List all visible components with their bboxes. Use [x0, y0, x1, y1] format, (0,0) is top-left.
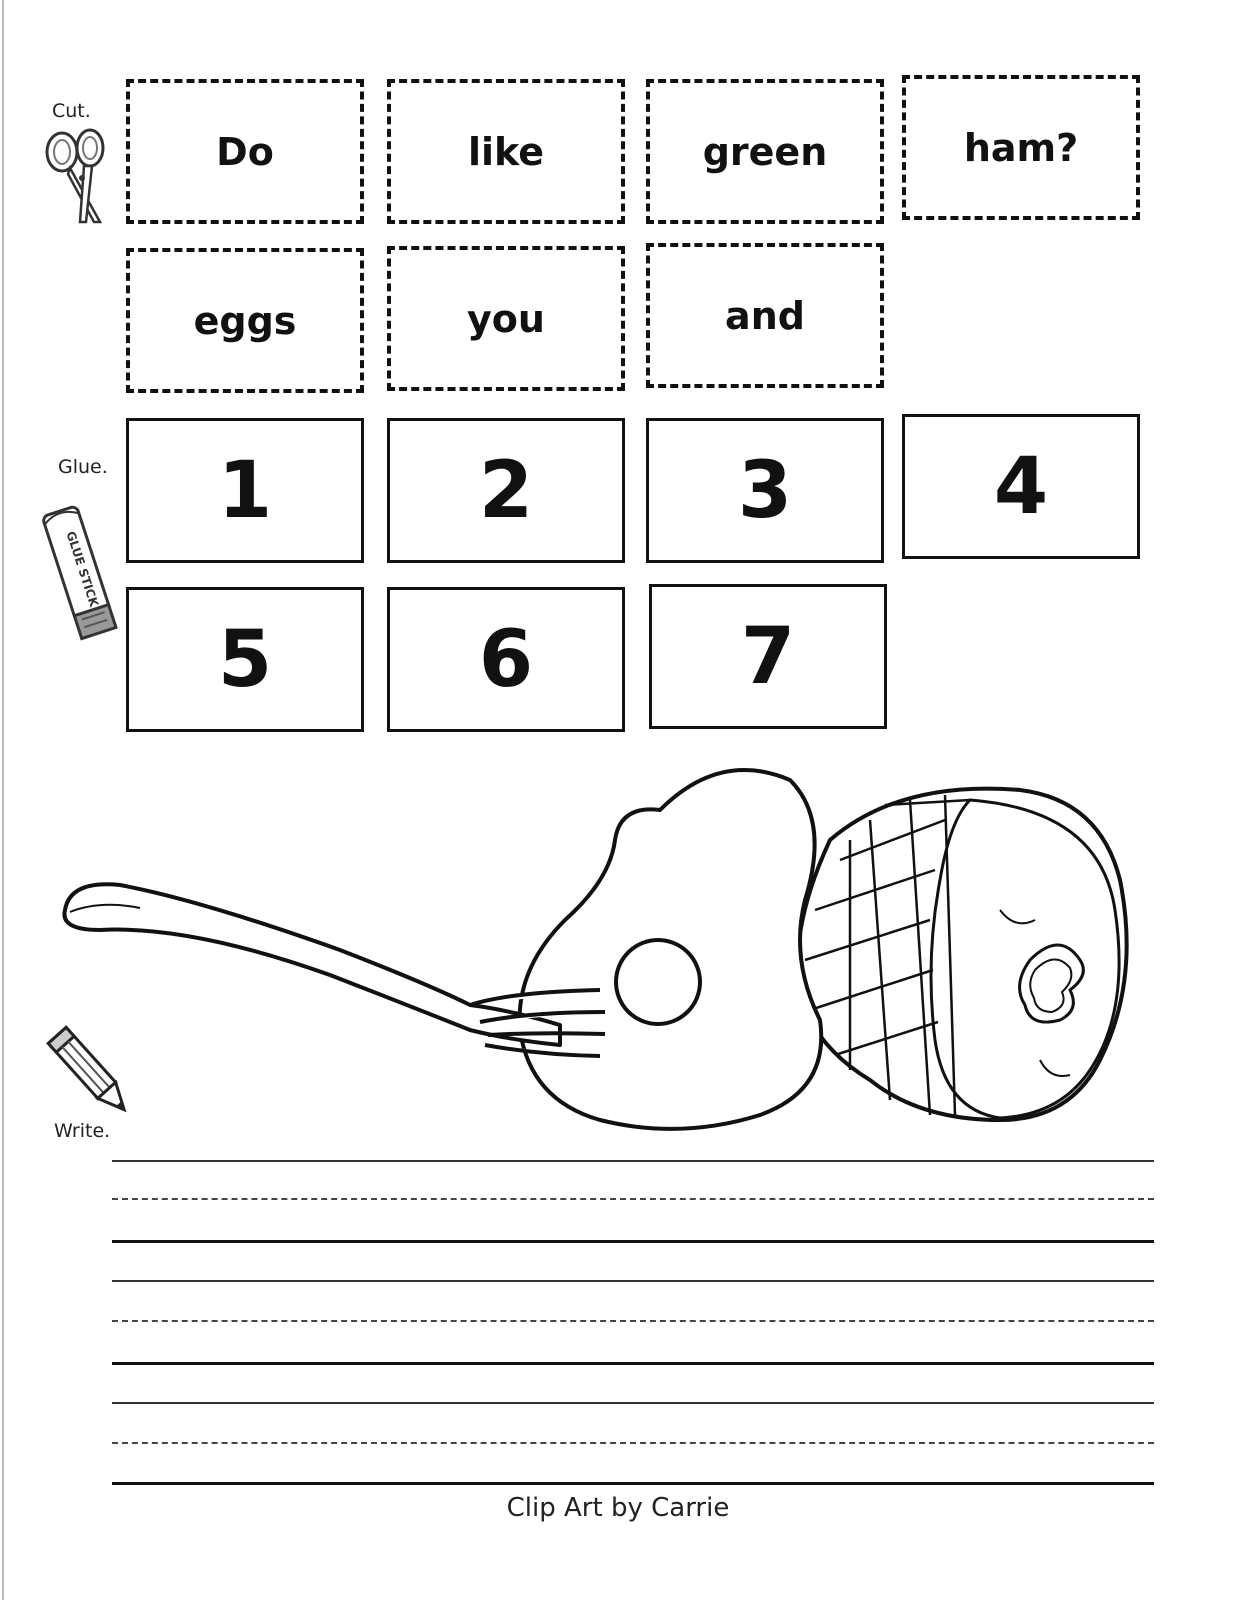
writing-top-line-1[interactable] — [112, 1160, 1154, 1162]
writing-top-line-3[interactable] — [112, 1402, 1154, 1404]
word-card-ham[interactable]: ham? — [902, 75, 1140, 220]
writing-mid-line-2 — [112, 1320, 1154, 1322]
glue-slot-6[interactable]: 6 — [387, 587, 625, 732]
page-left-edge — [2, 0, 4, 1600]
writing-base-line-1 — [112, 1240, 1154, 1243]
fried-egg-illustration — [517, 768, 824, 1131]
glue-slot-7[interactable]: 7 — [649, 584, 887, 729]
word-card-and[interactable]: and — [646, 243, 884, 388]
ham-illustration — [795, 786, 1129, 1122]
fork-illustration — [62, 882, 606, 1058]
food-illustration — [62, 768, 1129, 1131]
glue-slot-5[interactable]: 5 — [126, 587, 364, 732]
word-card-green[interactable]: green — [646, 79, 884, 224]
write-label: Write. — [54, 1120, 111, 1142]
glue-slot-1[interactable]: 1 — [126, 418, 364, 563]
glue-label: Glue. — [58, 456, 108, 478]
word-card-you[interactable]: you — [387, 246, 625, 391]
clip-art-credit: Clip Art by Carrie — [506, 1493, 730, 1523]
glue-slot-2[interactable]: 2 — [387, 418, 625, 563]
writing-base-line-3 — [112, 1482, 1154, 1485]
word-card-eggs[interactable]: eggs — [126, 248, 364, 393]
word-card-do[interactable]: Do — [126, 79, 364, 224]
writing-top-line-2[interactable] — [112, 1280, 1154, 1282]
glue-stick-icon: GLUE STICK — [42, 505, 118, 641]
pencil-icon — [46, 1025, 127, 1113]
glue-slot-4[interactable]: 4 — [902, 414, 1140, 559]
word-card-like[interactable]: like — [387, 79, 625, 224]
writing-mid-line-3 — [112, 1442, 1154, 1444]
writing-base-line-2 — [112, 1362, 1154, 1365]
glue-slot-3[interactable]: 3 — [646, 418, 884, 563]
writing-mid-line-1 — [112, 1198, 1154, 1200]
scissors-icon — [45, 128, 105, 224]
cut-label: Cut. — [52, 100, 91, 122]
